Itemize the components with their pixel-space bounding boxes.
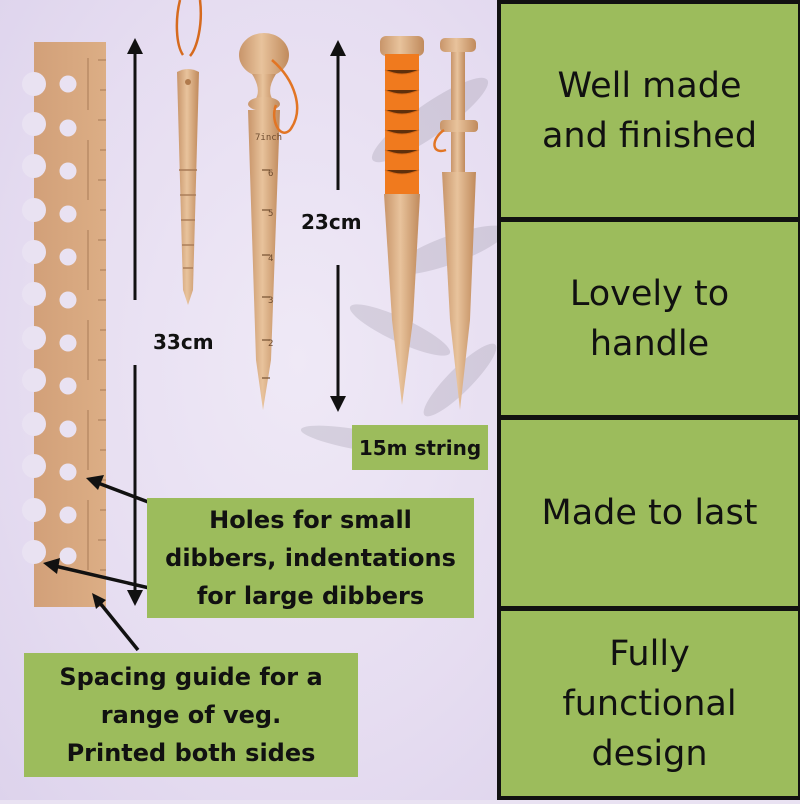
feature-line: handle [589,323,710,364]
product-photo-area: 7inch 6 5 4 3 2 [0,0,507,800]
holes-callout: Holes for small dibbers, indentations fo… [147,498,474,618]
line-marker-with-string [380,36,424,405]
product-illustration: 7inch 6 5 4 3 2 [22,0,507,652]
holes-callout-line: for large dibbers [196,582,425,610]
feature-panel-well-made: Well made and finished [501,4,798,217]
feature-panel-functional-design: Fully functional design [501,611,798,796]
feature-line: Lovely to [569,273,730,314]
feature-panel-made-to-last: Made to last [501,420,798,606]
dimension-arrows [127,38,346,606]
spacing-guide-callout: Spacing guide for a range of veg. Printe… [24,653,358,777]
small-dibber [175,0,202,305]
large-dibber: 7inch 6 5 4 3 2 [239,33,299,410]
holes-callout-line: Holes for small [209,506,412,534]
spacing-callout-line: range of veg. [100,701,282,729]
svg-text:5: 5 [268,209,273,219]
feature-line: functional [562,683,737,724]
feature-line: Fully [609,633,690,674]
string-length-text: 15m string [358,435,482,460]
spacing-guide-board [22,42,106,607]
feature-panel-lovely-to-handle: Lovely to handle [501,222,798,415]
svg-text:4: 4 [268,254,273,264]
feature-line: design [591,733,708,774]
svg-text:2: 2 [268,339,273,349]
feature-line: Made to last [541,493,758,533]
feature-panels: Well made and finished Lovely to handle … [497,0,800,800]
dimension-label-23cm: 23cm [301,210,362,234]
feature-line: Well made [557,65,742,106]
spacing-callout-line: Printed both sides [66,739,316,767]
line-marker [433,38,478,410]
svg-text:3: 3 [268,296,273,306]
dimension-label-33cm: 33cm [153,330,214,354]
spacing-callout-line: Spacing guide for a [59,663,323,691]
svg-text:7inch: 7inch [255,133,282,143]
feature-line: and finished [541,115,758,156]
svg-text:6: 6 [268,169,273,179]
string-length-label: 15m string [352,425,488,470]
holes-callout-line: dibbers, indentations [165,544,456,572]
